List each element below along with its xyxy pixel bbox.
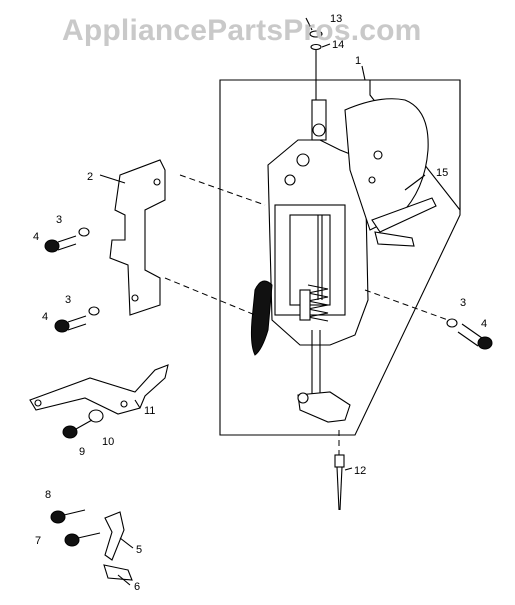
callout-10: 10 [102, 436, 114, 448]
screw-left-upper [44, 227, 90, 253]
callout-3-b: 3 [65, 294, 71, 306]
callout-3-c: 3 [460, 297, 466, 309]
needle-12 [334, 430, 345, 511]
callout-14: 14 [332, 39, 344, 51]
bracket-2 [109, 159, 266, 316]
screw-9-washer-10 [62, 409, 104, 439]
needle-bar-assembly [250, 98, 437, 423]
callout-11: 11 [144, 405, 155, 417]
callout-4-c: 4 [481, 318, 487, 330]
leader-lines [99, 17, 426, 586]
bracket-11 [29, 364, 169, 415]
callout-2: 2 [87, 171, 93, 183]
callout-12: 12 [354, 465, 366, 477]
callout-15: 15 [436, 167, 448, 179]
callout-5: 5 [136, 544, 142, 556]
screw-left-lower [54, 306, 100, 333]
callout-8: 8 [45, 489, 51, 501]
callout-7: 7 [35, 535, 41, 547]
assembly-outline [219, 79, 461, 436]
callout-13: 13 [330, 13, 342, 25]
callout-1: 1 [355, 55, 361, 67]
callout-6: 6 [134, 581, 140, 593]
parts-5-8 [50, 509, 133, 581]
callout-4-b: 4 [42, 311, 48, 323]
callout-4-a: 4 [33, 231, 39, 243]
screw-right [364, 289, 493, 350]
callout-3-a: 3 [56, 214, 62, 226]
callout-9: 9 [79, 446, 85, 458]
screw-13-14 [309, 30, 323, 100]
watermark-text: AppliancePartsPros.com [62, 14, 422, 47]
